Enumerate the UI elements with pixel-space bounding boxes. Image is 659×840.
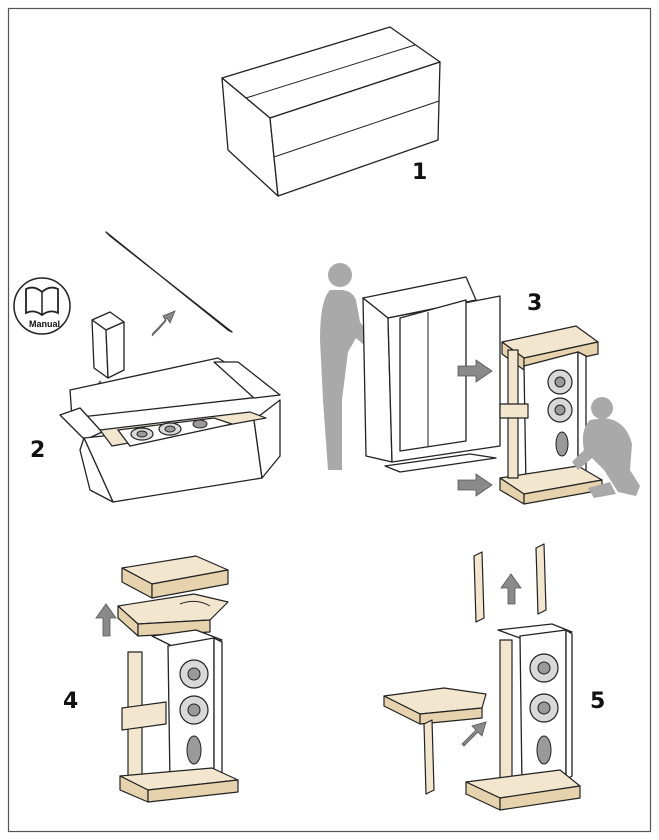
manual-label: Manual	[29, 319, 60, 329]
box-icon	[221, 26, 441, 197]
frame-border	[7, 7, 652, 833]
arrow-icon	[457, 473, 493, 497]
box-icon	[59, 357, 281, 503]
box-lid-panel	[105, 231, 233, 333]
step-5-number: 5	[590, 689, 605, 714]
step-2-number: 2	[30, 438, 45, 463]
arrow-icon	[457, 359, 493, 383]
speaker-icon	[119, 629, 239, 803]
person-icon	[320, 263, 376, 470]
box-icon	[362, 276, 501, 473]
step-5-remove-sides: 5	[383, 543, 605, 811]
step-1-closed-box: 1	[221, 26, 441, 197]
step-3-slide-out: 3	[320, 263, 640, 505]
arrow-icon	[151, 310, 176, 337]
arrow-icon	[461, 721, 487, 747]
arrow-icon	[500, 573, 522, 605]
book-icon	[13, 277, 71, 335]
person-icon	[572, 397, 640, 498]
speaker-icon	[499, 325, 603, 505]
manual-booklet	[91, 311, 125, 379]
speaker-icon	[465, 623, 581, 811]
step-2-open-box: Manual 2	[13, 231, 281, 503]
step-3-number: 3	[527, 291, 542, 316]
arrow-icon	[95, 603, 117, 637]
step-4-number: 4	[63, 689, 78, 714]
step-4-remove-top: 4	[63, 555, 239, 803]
step-1-number: 1	[412, 160, 427, 185]
